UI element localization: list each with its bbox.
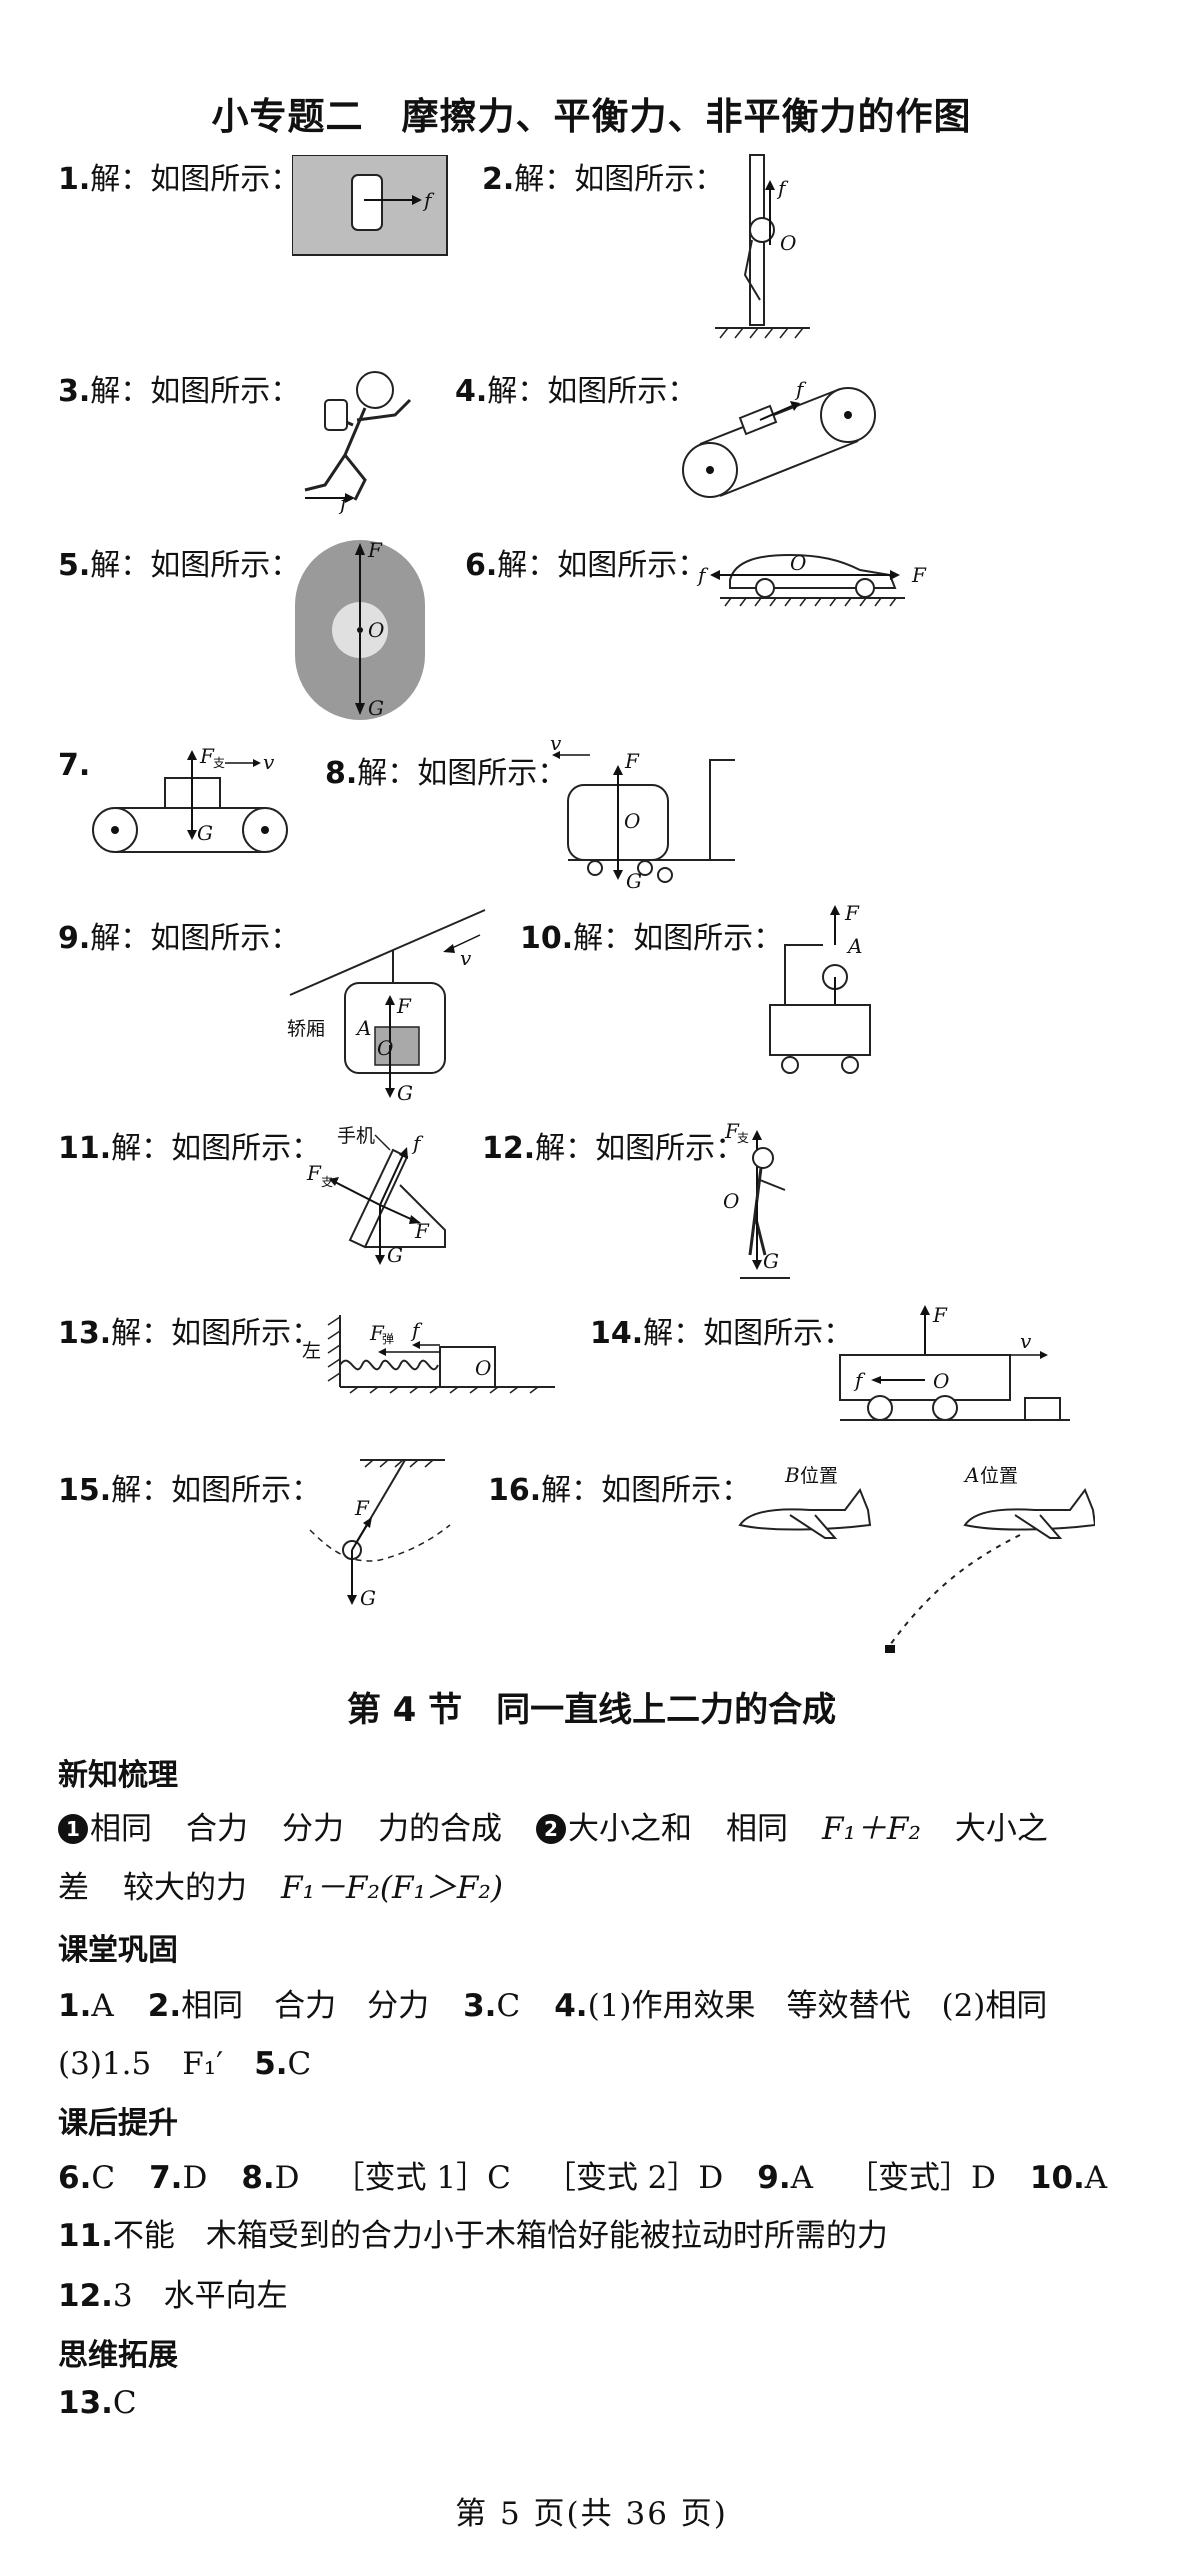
svg-text:O: O [368,618,384,642]
figure-11-phone-holder: 手机 f F 支 F G [306,1125,446,1267]
svg-text:位置: 位置 [800,1465,838,1487]
figure-5-bowl: F G O [295,538,425,720]
answer-1: 1.解：如图所示： [58,162,301,197]
answer-9: 9.解：如图所示： [58,921,301,956]
svg-text:O: O [624,809,640,833]
figure-16-airplane: B 位置 A 位置 [738,1463,1095,1653]
svg-text:f: f [794,377,807,401]
svg-text:G: G [387,1243,403,1267]
svg-text:O: O [475,1356,491,1380]
figure-2-pole-climber: f O [715,154,810,339]
svg-text:A: A [355,1016,371,1040]
svg-text:支: 支 [737,1131,749,1145]
answer-15: 15.解：如图所示： [58,1473,322,1508]
svg-text:O: O [723,1189,739,1213]
svg-text:F: F [911,563,927,587]
svg-text:F: F [367,538,383,562]
bullet-2: 2 [536,1814,566,1844]
svg-text:G: G [626,869,642,890]
svg-text:G: G [360,1586,376,1610]
svg-text:左: 左 [302,1340,321,1362]
svg-text:A: A [963,1463,979,1487]
kehou-line-3: 12.3 水平向左 [58,2278,288,2314]
svg-text:f: f [410,1318,423,1342]
svg-text:v: v [263,750,275,774]
answer-11: 11.解：如图所示： [58,1131,322,1166]
answer-13: 13.解：如图所示： [58,1316,322,1351]
answer-10: 10.解：如图所示： [520,921,784,956]
svg-text:F: F [932,1303,948,1327]
svg-text:f: f [338,491,351,515]
svg-text:F: F [396,994,412,1018]
figure-4-conveyor-incline: f [682,377,876,498]
svg-text:支: 支 [213,756,225,770]
answer-6: 6.解：如图所示： [465,548,708,583]
figure-12-skater: F 支 O G [723,1120,790,1279]
siwei-line-1: 13.C [58,2385,137,2421]
figure-6-car: f F O [696,551,927,607]
svg-text:F: F [306,1161,322,1185]
svg-text:G: G [368,696,384,720]
page-footer: 第 5 页(共 36 页) [455,2496,728,2532]
figure-9-cable-car: v 轿厢 F A O G [287,909,486,1105]
svg-text:G: G [763,1249,779,1273]
answer-12: 12.解：如图所示： [482,1131,746,1166]
svg-text:v: v [460,946,472,970]
bullet-1: 1 [58,1814,88,1844]
svg-text:f: f [411,1131,424,1155]
figure-7-conveyor-flat: F 支 v G [92,745,288,853]
svg-text:位置: 位置 [980,1465,1018,1487]
svg-text:O: O [933,1369,949,1393]
page-title: 小专题二 摩擦力、平衡力、非平衡力的作图 [211,95,972,138]
svg-text:F: F [414,1219,430,1243]
svg-text:轿厢: 轿厢 [287,1018,325,1040]
svg-text:O: O [780,231,796,255]
section-title: 第 4 节 同一直线上二力的合成 [346,1690,837,1730]
svg-text:f: f [776,176,789,200]
svg-text:G: G [197,821,213,845]
svg-text:v: v [1020,1329,1032,1353]
answer-8: 8.解：如图所示： [325,756,568,791]
kehou-line-2: 11.不能 木箱受到的合力小于木箱恰好能被拉动时所需的力 [58,2218,888,2254]
svg-text:f: f [696,563,709,587]
svg-text:A: A [846,934,862,958]
figure-13-spring-block: 左 F 弹 f O [302,1315,555,1394]
svg-text:F: F [724,1120,740,1143]
heading-kehou: 课后提升 [58,2106,178,2141]
answer-2: 2.解：如图所示： [482,162,725,197]
svg-text:F: F [844,905,860,925]
figure-8-cart: v F O G [550,740,735,890]
answer-5: 5.解：如图所示： [58,548,301,583]
answer-14: 14.解：如图所示： [590,1316,854,1351]
svg-text:F: F [624,749,640,773]
figure-3-runner: f [304,371,412,515]
figure-14-truck: F v f O [839,1303,1070,1421]
svg-text:F: F [354,1496,370,1520]
heading-ketang: 课堂巩固 [58,1933,178,1968]
figure-1-hand-on-wall: f [292,155,448,256]
svg-text:G: G [397,1081,413,1105]
svg-text:F: F [199,745,215,768]
heading-xinzhi: 新知梳理 [58,1758,178,1793]
heading-siwei: 思维拓展 [58,2338,178,2373]
svg-text:v: v [550,740,562,755]
svg-text:支: 支 [321,1175,333,1189]
svg-text:B: B [784,1463,800,1487]
svg-text:O: O [790,551,806,575]
svg-text:F: F [369,1321,385,1345]
ketang-line-2: (3)1.5 F₁′ 5.C [58,2046,312,2082]
answer-16: 16.解：如图所示： [488,1473,752,1508]
svg-text:手机: 手机 [337,1125,375,1147]
figure-15-pendulum: F G [309,1459,451,1610]
answer-7: 7. [58,748,91,783]
svg-text:弹: 弹 [382,1332,394,1346]
figure-10-crane: F A G [769,905,871,1074]
answer-3: 3.解：如图所示： [58,374,301,409]
answer-4: 4.解：如图所示： [455,374,698,409]
